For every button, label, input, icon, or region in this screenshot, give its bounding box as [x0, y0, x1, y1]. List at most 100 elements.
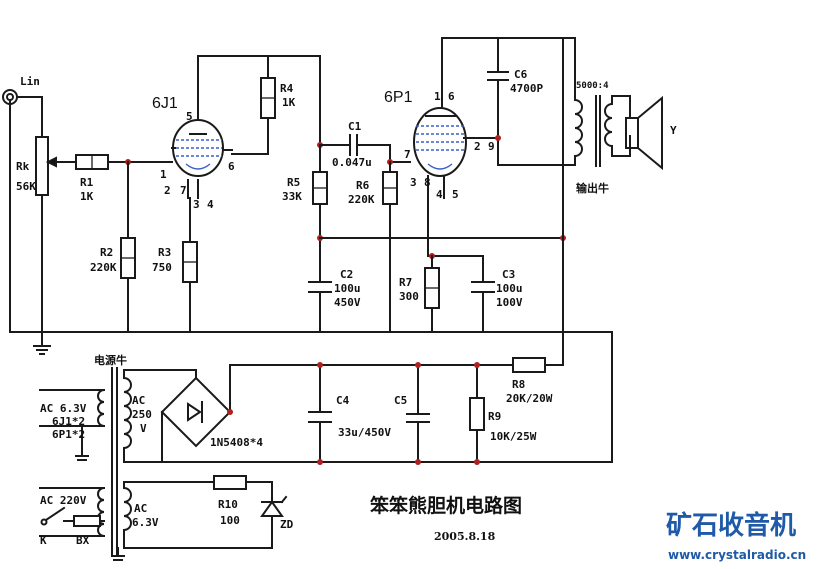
c2-value1: 100u: [334, 282, 361, 295]
zener-diode: [260, 500, 284, 517]
r4-value: 1K: [282, 96, 296, 109]
input-label: Lin: [20, 75, 40, 88]
v1-pin: 1: [160, 168, 167, 181]
r9-resistor: [469, 397, 485, 431]
heater-voltage: AC 6.3V: [40, 402, 87, 415]
tube-6j1-label: 6J1: [152, 95, 178, 112]
bridge-rectifier: [160, 376, 232, 448]
diagram-title: 笨笨熊胆机电路图: [370, 494, 522, 517]
v2-pin: 9: [488, 140, 495, 153]
ac63-line1: AC: [134, 502, 147, 515]
c1-ref: C1: [348, 120, 362, 133]
r4-ref: R4: [280, 82, 294, 95]
heater-6p1: 6P1*2: [52, 428, 85, 441]
speaker-icon: [625, 95, 663, 171]
r8-ref: R8: [512, 378, 525, 391]
r6-value: 220K: [348, 193, 375, 206]
r5-value: 33K: [282, 190, 302, 203]
r5-ref: R5: [287, 176, 300, 189]
ac250-line2: 250: [132, 408, 152, 421]
v1-pin: 7: [180, 184, 187, 197]
turns-ratio: 5000:4: [576, 81, 609, 91]
v1-pin: 6: [228, 160, 235, 173]
heater-ground-symbol: [75, 425, 89, 461]
c2-capacitor: [308, 281, 332, 293]
c2-ref: C2: [340, 268, 353, 281]
watermark-url: www.crystalradio.cn: [668, 548, 806, 562]
diagram-date: 2005.8.18: [434, 530, 496, 543]
output-transformer: [562, 37, 631, 167]
v2-pin: 2: [474, 140, 481, 153]
c1-capacitor: [349, 134, 358, 156]
v1-pin: 5: [186, 110, 193, 123]
v2-pin: 4: [436, 188, 443, 201]
r10-ref: R10: [218, 498, 238, 511]
output-transformer-label: 输出牛: [576, 181, 609, 195]
switch-label: K: [40, 534, 47, 547]
ground-bus: [9, 331, 613, 463]
tube-6p1: [413, 107, 499, 177]
v2-pin: 6: [448, 90, 455, 103]
v2-pin: 7: [404, 148, 411, 161]
c1-value: 0.047u: [332, 156, 372, 169]
c3-value1: 100u: [496, 282, 523, 295]
v1-pin: 2: [164, 184, 171, 197]
power-transformer-label: 电源牛: [94, 353, 127, 367]
ac250-line1: AC: [132, 394, 145, 407]
zd-label: ZD: [280, 518, 294, 531]
switch-k: [44, 506, 66, 522]
c5-capacitor: [406, 413, 430, 423]
r2-value: 220K: [90, 261, 117, 274]
speaker-label: Y: [670, 124, 677, 137]
r1-ref: R1: [80, 176, 94, 189]
fuse-bx: [73, 515, 101, 527]
r10-resistor: [213, 475, 247, 490]
r8-value: 20K/20W: [506, 392, 553, 405]
r8-resistor: [512, 357, 546, 373]
v2-pin: 5: [452, 188, 459, 201]
c2-value2: 450V: [334, 296, 361, 309]
v2-pin: 8: [424, 176, 431, 189]
v2-pin: 1: [434, 90, 441, 103]
r10-value: 100: [220, 514, 240, 527]
c4-value: 33u/450V: [338, 426, 391, 439]
c3-ref: C3: [502, 268, 515, 281]
r1-value: 1K: [80, 190, 94, 203]
c6-ref: C6: [514, 68, 528, 81]
r6-ref: R6: [356, 179, 370, 192]
mains-voltage: AC 220V: [40, 494, 87, 507]
tube-6j1: [171, 103, 233, 177]
r9-ref: R9: [488, 410, 501, 423]
rk-pot: [35, 136, 49, 196]
r7-ref: R7: [399, 276, 412, 289]
r9-value: 10K/25W: [490, 430, 537, 443]
r3-ref: R3: [158, 246, 171, 259]
c3-capacitor: [471, 281, 495, 293]
r7-value: 300: [399, 290, 419, 303]
heater-6j1: 6J1*2: [52, 415, 85, 428]
power-transformer: [97, 367, 132, 556]
v1-pin: 3: [193, 198, 200, 211]
ac63-line2: 6.3V: [132, 516, 159, 529]
c3-value2: 100V: [496, 296, 523, 309]
tube-6p1-label: 6P1: [384, 89, 413, 106]
c5-ref: C5: [394, 394, 407, 407]
c6-value: 4700P: [510, 82, 543, 95]
c4-capacitor: [308, 411, 332, 423]
r3-value: 750: [152, 261, 172, 274]
fuse-label: BX: [76, 534, 90, 547]
c6-capacitor: [487, 71, 509, 81]
c4-ref: C4: [336, 394, 350, 407]
ac250-line3: V: [140, 422, 147, 435]
ground-symbol: [33, 345, 51, 355]
watermark-name: 矿石收音机: [666, 510, 796, 541]
r2-ref: R2: [100, 246, 113, 259]
v1-pin: 4: [207, 198, 214, 211]
bridge-label: 1N5408*4: [210, 436, 263, 449]
rk-value: 56K: [16, 180, 36, 193]
v2-pin: 3: [410, 176, 417, 189]
watermark-logo: 矿石收音机 www.crystalradio.cn: [666, 510, 806, 562]
rk-ref: Rk: [16, 160, 30, 173]
